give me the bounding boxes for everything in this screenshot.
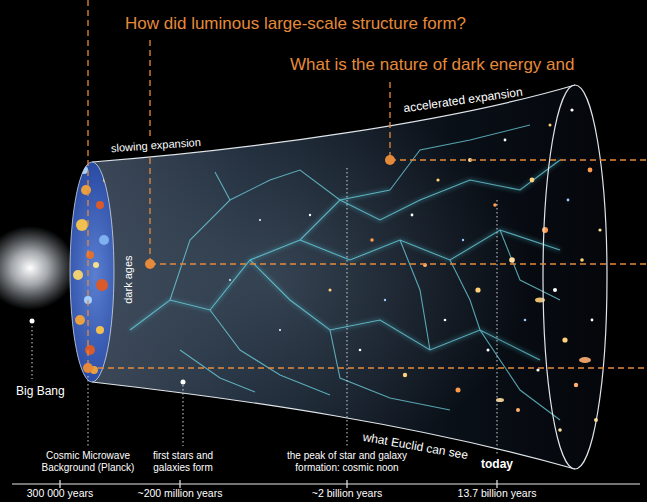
time-label: ~200 million years [138, 487, 223, 500]
time-label: 300 000 years [27, 487, 94, 500]
time-label: 13.7 billion years [458, 487, 537, 500]
epoch-label: first stars and galaxies form [143, 450, 223, 474]
epoch-label: Cosmic Microwave Background (Planck) [38, 450, 138, 474]
epoch-label: today [481, 457, 513, 471]
era-label: dark ages [121, 256, 134, 304]
time-label: ~2 billion years [312, 487, 382, 500]
epoch-label: the peak of star and galaxy formation: c… [271, 450, 423, 474]
expansion-label: accelerated expansion [403, 85, 524, 116]
question-text: What is the nature of dark energy and [290, 55, 574, 75]
expansion-label: slowing expansion [111, 136, 202, 155]
question-text: How did luminous large-scale structure f… [125, 14, 466, 34]
event-label: Big Bang [16, 384, 65, 398]
